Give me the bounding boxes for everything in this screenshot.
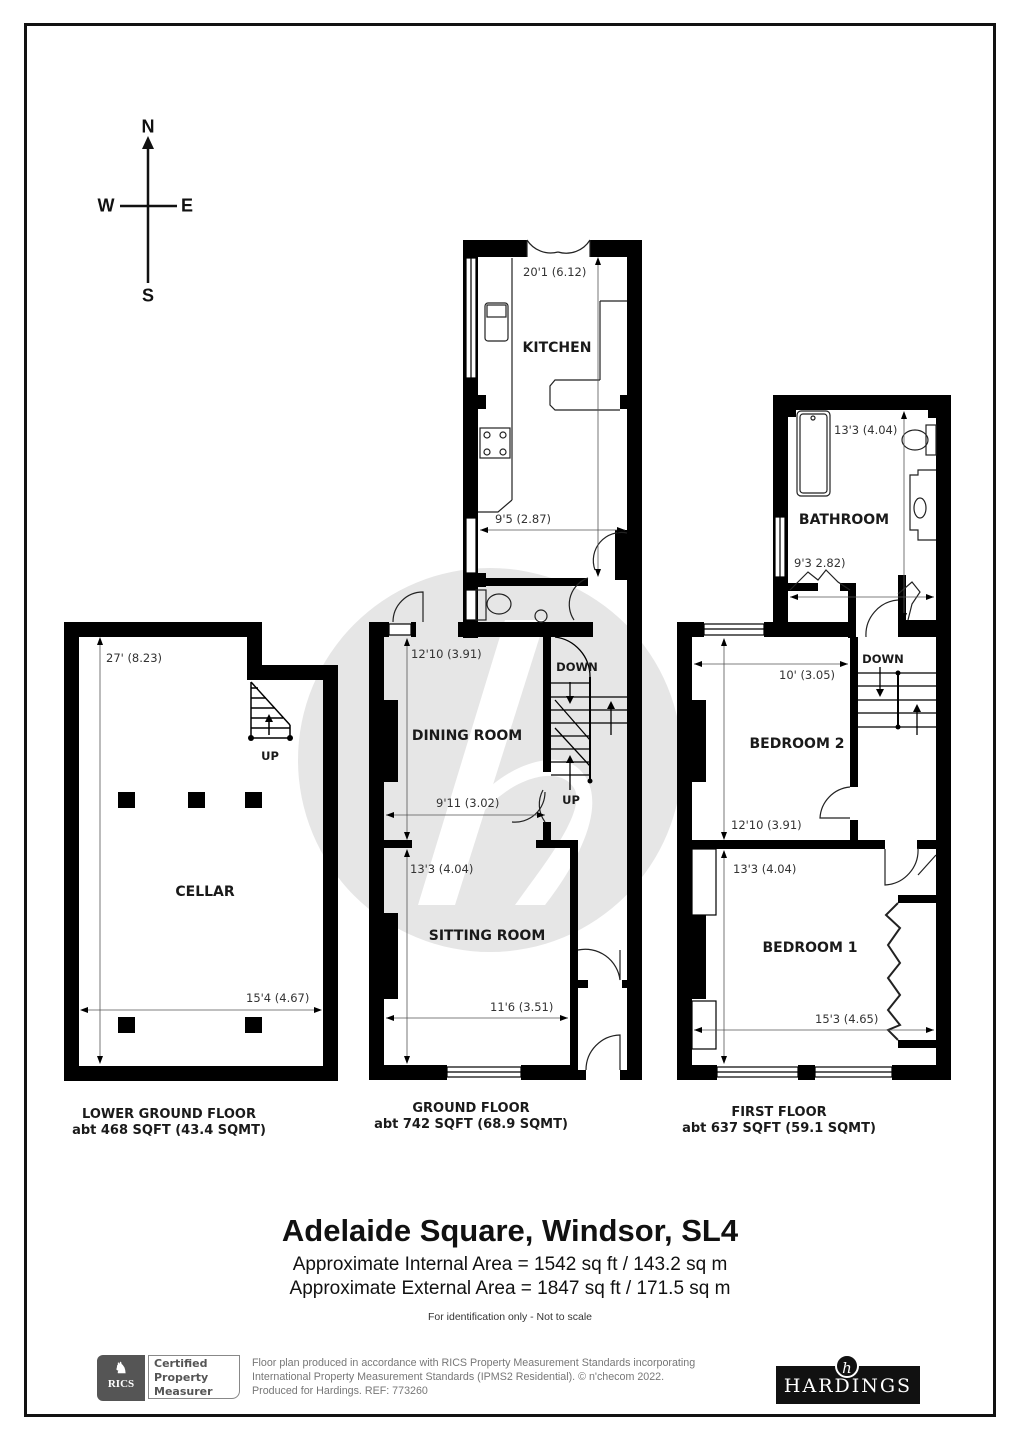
dimension-kitchen-length: 20'1 (6.12) [523,265,587,279]
rics-org-label: RICS [107,1378,135,1390]
dimension-bedroom2-length: 12'10 (3.91) [731,818,802,832]
legal-line: Produced for Hardings. REF: 773260 [252,1385,428,1397]
rics-certification-text: Certified Property Measurer [148,1355,240,1399]
compass-south-label: S [141,285,155,306]
room-label-bedroom-1: BEDROOM 1 [762,940,858,956]
scale-disclaimer: For identification only - Not to scale [428,1311,592,1323]
dimension-dining-width: 9'11 (3.02) [436,796,500,810]
rics-line-2: Property [154,1371,209,1384]
floor-area: abt 637 SQFT (59.1 SQMT) [682,1121,876,1136]
dimension-bathroom-width: 9'3 2.82) [794,556,846,570]
hardings-monogram-icon: h [835,1354,859,1378]
dimension-cellar-length: 27' (8.23) [106,651,163,665]
floor-area: abt 468 SQFT (43.4 SQMT) [72,1123,266,1138]
floor-name: GROUND FLOOR [412,1101,530,1116]
ground-floor-plan [369,239,642,1080]
compass-north-label: N [141,116,155,137]
room-label-bedroom-2: BEDROOM 2 [749,736,845,752]
room-label-sitting-room: SITTING ROOM [428,928,546,944]
dimension-sitting-length: 13'3 (4.04) [410,862,474,876]
stair-label-down: DOWN [556,660,598,674]
room-label-kitchen: KITCHEN [522,340,592,356]
legal-line: International Property Measurement Stand… [252,1371,665,1383]
external-area: Approximate External Area = 1847 sq ft /… [289,1278,731,1299]
compass-west-label: W [97,195,115,216]
room-label-dining-room: DINING ROOM [411,728,523,744]
property-address: Adelaide Square, Windsor, SL4 [281,1213,739,1248]
floor-caption-lower-ground: LOWER GROUND FLOOR abt 468 SQFT (43.4 SQ… [72,1107,266,1139]
first-floor-plan [677,395,951,1080]
dimension-bedroom1-width: 15'3 (4.65) [815,1012,879,1026]
dimension-cellar-width: 15'4 (4.67) [246,991,310,1005]
internal-area: Approximate Internal Area = 1542 sq ft /… [292,1254,728,1275]
dimension-bedroom1-length: 13'3 (4.04) [733,862,797,876]
page-border [24,23,996,1417]
dimension-dining-length: 12'10 (3.91) [411,647,482,661]
dimension-kitchen-width: 9'5 (2.87) [495,512,552,526]
rics-lion-icon: ♞ [114,1361,128,1377]
stair-label-down: DOWN [862,652,904,666]
legal-disclaimer: Floor plan produced in accordance with R… [252,1356,695,1398]
dimension-bathroom-length: 13'3 (4.04) [834,423,898,437]
compass-icon [120,136,177,283]
rics-line-3: Measurer [154,1385,213,1398]
floor-caption-first: FIRST FLOOR abt 637 SQFT (59.1 SQMT) [682,1105,876,1137]
lower-ground-floor-plan [64,622,338,1081]
legal-line: Floor plan produced in accordance with R… [252,1357,696,1369]
stair-label-up: UP [562,793,580,807]
rics-line-1: Certified [154,1357,208,1370]
floor-name: FIRST FLOOR [731,1105,827,1120]
watermark-logo-icon [298,568,682,952]
stair-label-up: UP [261,749,279,763]
rics-certified-badge: ♞ RICS Certified Property Measurer [97,1355,242,1401]
room-label-cellar: CELLAR [175,884,235,900]
rics-logo: ♞ RICS [97,1355,145,1401]
compass-east-label: E [180,195,194,216]
hardings-logo: HARDINGS h [776,1354,920,1405]
room-label-bathroom: BATHROOM [798,512,890,528]
floor-name: LOWER GROUND FLOOR [82,1107,256,1122]
dimension-bedroom2-width: 10' (3.05) [779,668,836,682]
floor-caption-ground: GROUND FLOOR abt 742 SQFT (68.9 SQMT) [374,1101,568,1133]
floor-area: abt 742 SQFT (68.9 SQMT) [374,1117,568,1132]
dimension-sitting-width: 11'6 (3.51) [490,1000,554,1014]
